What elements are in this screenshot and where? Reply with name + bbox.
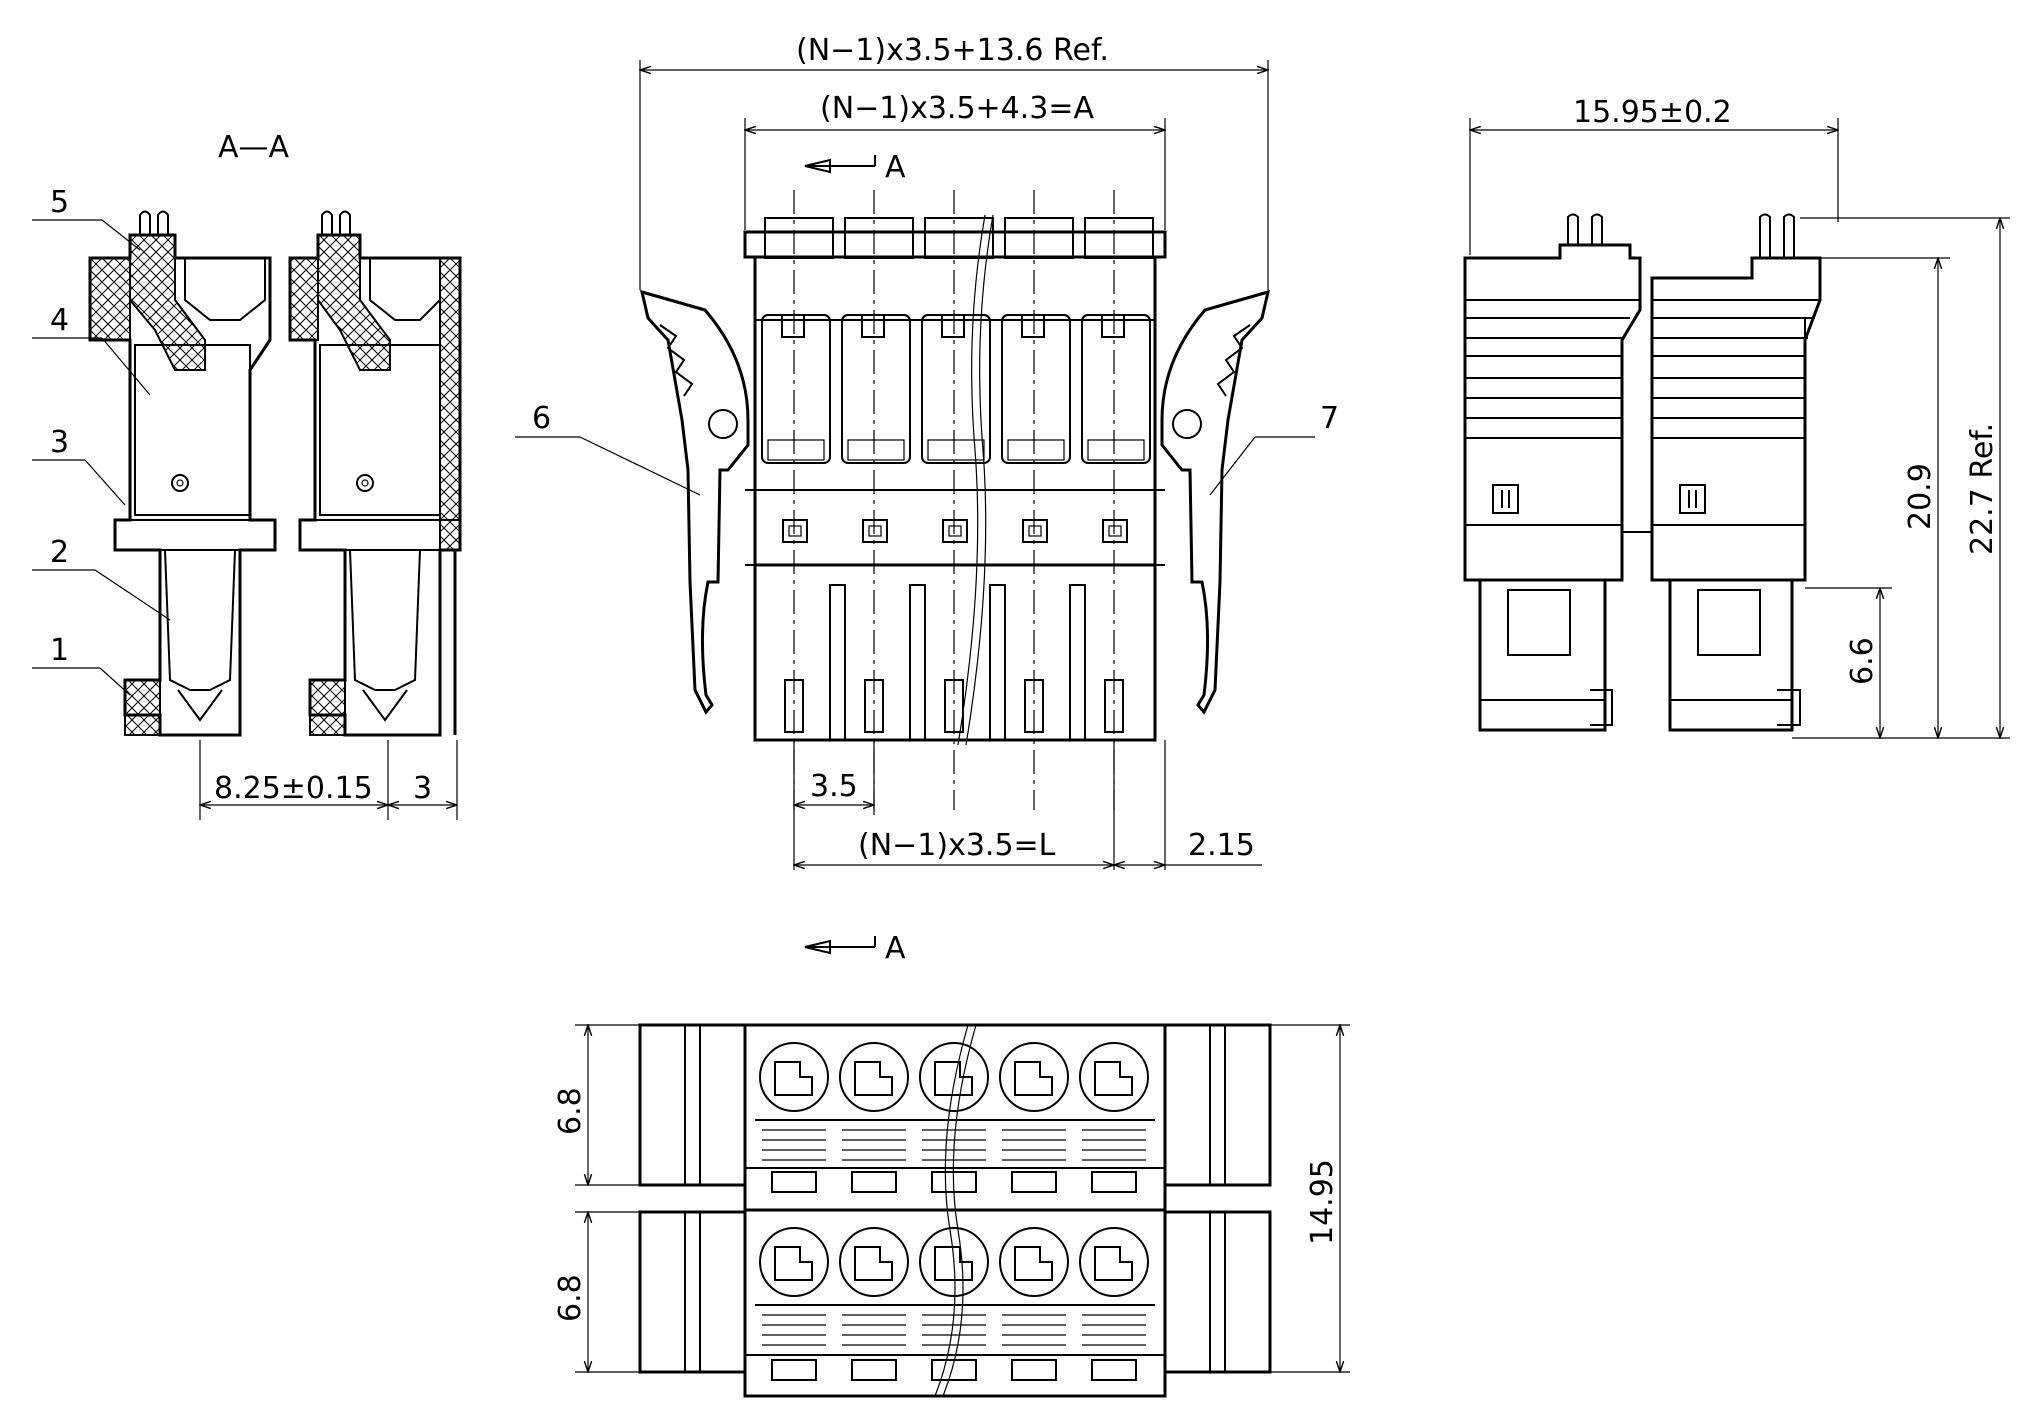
dim-side-width: 15.95±0.2 [1573, 95, 1732, 130]
bottom-view: A [553, 931, 1350, 1398]
bottom-upper-row [638, 1023, 1272, 1212]
dim-section-side: 3 [413, 771, 432, 806]
dim-length-l: (N−1)x3.5=L [858, 828, 1056, 863]
section-arrow-label-bottom: A [885, 931, 906, 966]
balloon-7: 7 [1320, 401, 1339, 436]
balloon-3: 3 [50, 425, 69, 460]
dim-bottom-total: 14.95 [1305, 1159, 1340, 1245]
dim-bottom-lower: 6.8 [553, 1274, 588, 1322]
dim-section-width: 8.25±0.15 [214, 771, 373, 806]
side-view: 15.95±0.2 [1463, 95, 2010, 738]
dim-side-height: 20.9 [1903, 463, 1938, 530]
section-label: A—A [218, 130, 290, 165]
section-half-right [288, 233, 462, 737]
balloon-5: 5 [50, 185, 69, 220]
side-half-left [1463, 213, 1642, 732]
dim-bottom-upper: 6.8 [553, 1087, 588, 1135]
dim-side-ref: 22.7 Ref. [1965, 423, 2000, 555]
balloon-leaders [32, 219, 171, 696]
section-arrow-label-top: A [885, 150, 906, 185]
section-half-left [88, 233, 277, 737]
dim-side-lower: 6.6 [1845, 637, 1880, 685]
square-markers [782, 519, 1128, 543]
latch-left [639, 289, 750, 715]
section-view-a-a: A—A [32, 130, 462, 820]
latch-right [1160, 289, 1271, 715]
balloon-1: 1 [50, 633, 69, 668]
dim-body-a: (N−1)x3.5+4.3=A [820, 91, 1095, 126]
dim-pitch: 3.5 [810, 769, 858, 804]
center-lines [793, 190, 1115, 810]
front-view: (N−1)x3.5+13.6 Ref. (N−1)x3.5+4.3=A A [515, 33, 1339, 870]
side-half-right [1650, 213, 1822, 732]
balloon-4: 4 [50, 303, 69, 338]
balloon-6: 6 [532, 401, 551, 436]
balloon-2: 2 [50, 535, 69, 570]
dim-offset: 2.15 [1188, 828, 1255, 863]
top-buttons [764, 217, 1154, 259]
dim-overall-ref: (N−1)x3.5+13.6 Ref. [796, 33, 1109, 68]
upper-cavities [761, 314, 1151, 464]
